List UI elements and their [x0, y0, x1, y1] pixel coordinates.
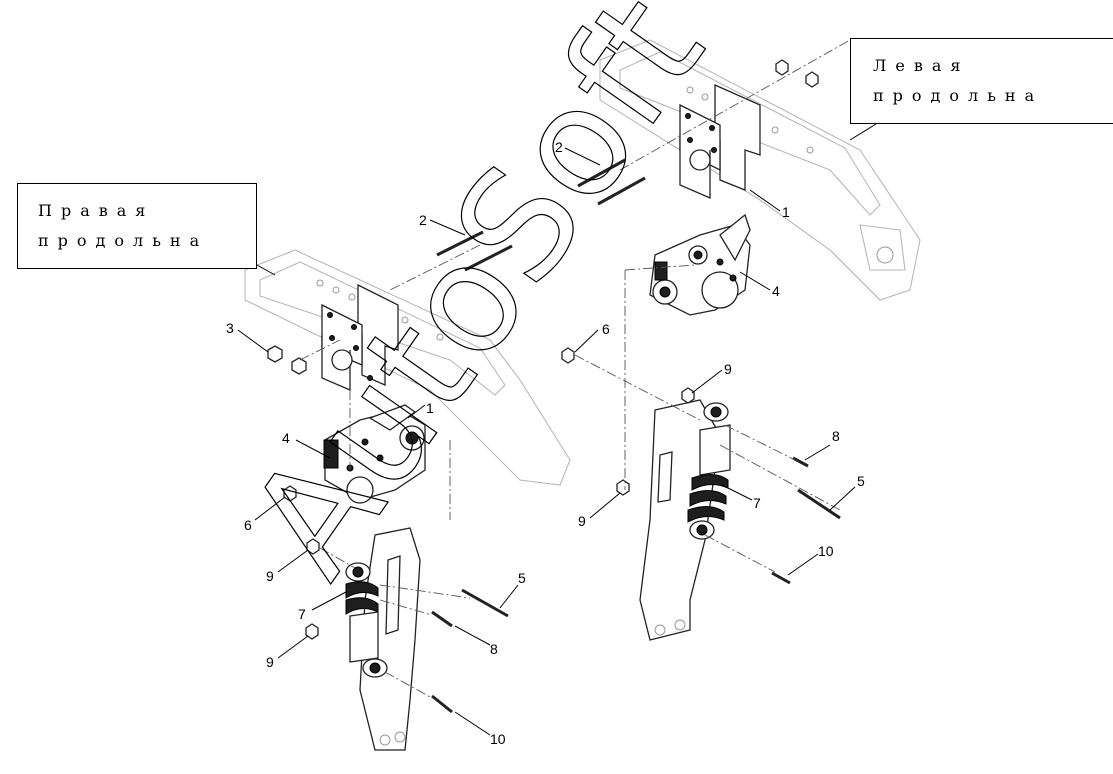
part-number-9-lower-a: 9	[266, 568, 274, 584]
left-bracket	[679, 83, 761, 199]
nuts	[267, 59, 819, 640]
part-number-1-lower: 1	[426, 400, 434, 416]
part-number-10-lower: 10	[490, 731, 506, 747]
center-lines	[299, 39, 851, 699]
left-rail-label-line2: продольна	[873, 86, 1044, 105]
right-rail-label-line2: продольна	[38, 231, 209, 250]
left-rail-label-line1: Левая	[873, 56, 970, 75]
left-latch-assembly	[649, 213, 751, 316]
part-number-6-lower: 6	[244, 517, 252, 533]
part-number-9-middle: 9	[578, 513, 586, 529]
part-number-2-upper: 2	[555, 139, 563, 155]
part-number-6-upper: 6	[602, 321, 610, 337]
leader-lines	[237, 123, 877, 736]
part-number-8-upper: 8	[832, 428, 840, 444]
part-number-labels: 2 2 3 1 1 4 4 6 6 9 9 9 9 7 7 8 8 5 5 10…	[226, 139, 865, 747]
part-number-4-lower: 4	[282, 430, 290, 446]
part-number-9-lower-b: 9	[266, 654, 274, 670]
part-number-1-upper: 1	[782, 204, 790, 220]
part-number-5-lower: 5	[518, 570, 526, 586]
bolts	[431, 158, 841, 714]
right-rail-label-line1: Правая	[38, 201, 155, 220]
part-number-7-lower: 7	[298, 606, 306, 622]
part-number-10-upper: 10	[818, 543, 834, 559]
right-shock-absorber	[345, 562, 388, 678]
part-number-9-upper: 9	[724, 361, 732, 377]
right-bracket	[321, 283, 399, 391]
part-number-7-upper: 7	[753, 495, 761, 511]
part-number-3: 3	[226, 320, 234, 336]
left-shock-absorber	[687, 402, 731, 540]
left-rail-label: Левая продольна	[850, 38, 1113, 124]
right-rail-label: Правая продольна	[17, 183, 257, 269]
part-number-4-upper: 4	[772, 283, 780, 299]
part-number-8-lower: 8	[490, 641, 498, 657]
part-number-5-upper: 5	[857, 473, 865, 489]
part-number-2-lower: 2	[419, 212, 427, 228]
